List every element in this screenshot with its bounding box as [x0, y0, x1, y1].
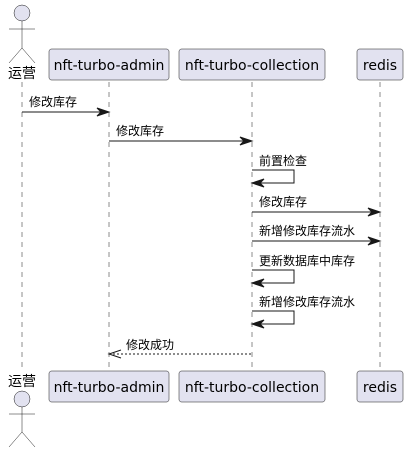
message-8-label: 修改成功 — [126, 337, 174, 352]
participant-redis-label: redis — [363, 58, 397, 74]
message-5-label: 新增修改库存流水 — [259, 223, 355, 238]
message-6: 更新数据库中库存 — [250, 253, 355, 288]
message-8: 修改成功 — [107, 337, 252, 359]
participant-admin-bottom: nft-turbo-admin — [48, 370, 170, 403]
arrowhead-open — [107, 349, 122, 359]
participant-admin-top: nft-turbo-admin — [48, 48, 170, 81]
arrowhead — [367, 207, 382, 217]
participant-redis-bottom: redis — [356, 370, 404, 403]
arrowhead — [250, 178, 265, 188]
arrowhead — [96, 107, 111, 117]
arrowhead — [367, 236, 382, 246]
participant-collection-label: nft-turbo-collection — [185, 58, 319, 74]
message-3: 前置检查 — [250, 153, 307, 188]
arrowhead — [239, 136, 254, 146]
message-4-label: 修改库存 — [259, 194, 307, 209]
participant-redis-top: redis — [356, 48, 404, 81]
message-2: 修改库存 — [109, 123, 254, 146]
message-3-label: 前置检查 — [259, 153, 307, 168]
actor-top: 运营 — [8, 4, 36, 82]
actor-figure-icon — [8, 390, 36, 448]
message-1-label: 修改库存 — [29, 94, 77, 109]
participant-collection-top: nft-turbo-collection — [178, 48, 326, 81]
participant-admin-label: nft-turbo-admin — [54, 58, 165, 74]
arrowhead — [250, 278, 265, 288]
message-7: 新增修改库存流水 — [250, 294, 355, 329]
actor-figure-icon — [8, 4, 36, 64]
actor-bottom: 运营 — [8, 374, 36, 448]
participant-collection-bottom: nft-turbo-collection — [178, 370, 326, 403]
message-6-label: 更新数据库中库存 — [259, 253, 355, 268]
message-1: 修改库存 — [22, 94, 111, 117]
message-2-label: 修改库存 — [116, 123, 164, 138]
message-7-label: 新增修改库存流水 — [259, 294, 355, 309]
actor-label-bottom: 运营 — [8, 374, 36, 390]
message-4: 修改库存 — [252, 194, 382, 217]
message-5: 新增修改库存流水 — [252, 223, 382, 246]
participant-collection-label-bottom: nft-turbo-collection — [185, 380, 319, 396]
actor-label: 运营 — [8, 66, 36, 82]
arrowhead — [250, 319, 265, 329]
participant-redis-label-bottom: redis — [363, 380, 397, 396]
participant-admin-label-bottom: nft-turbo-admin — [54, 380, 165, 396]
